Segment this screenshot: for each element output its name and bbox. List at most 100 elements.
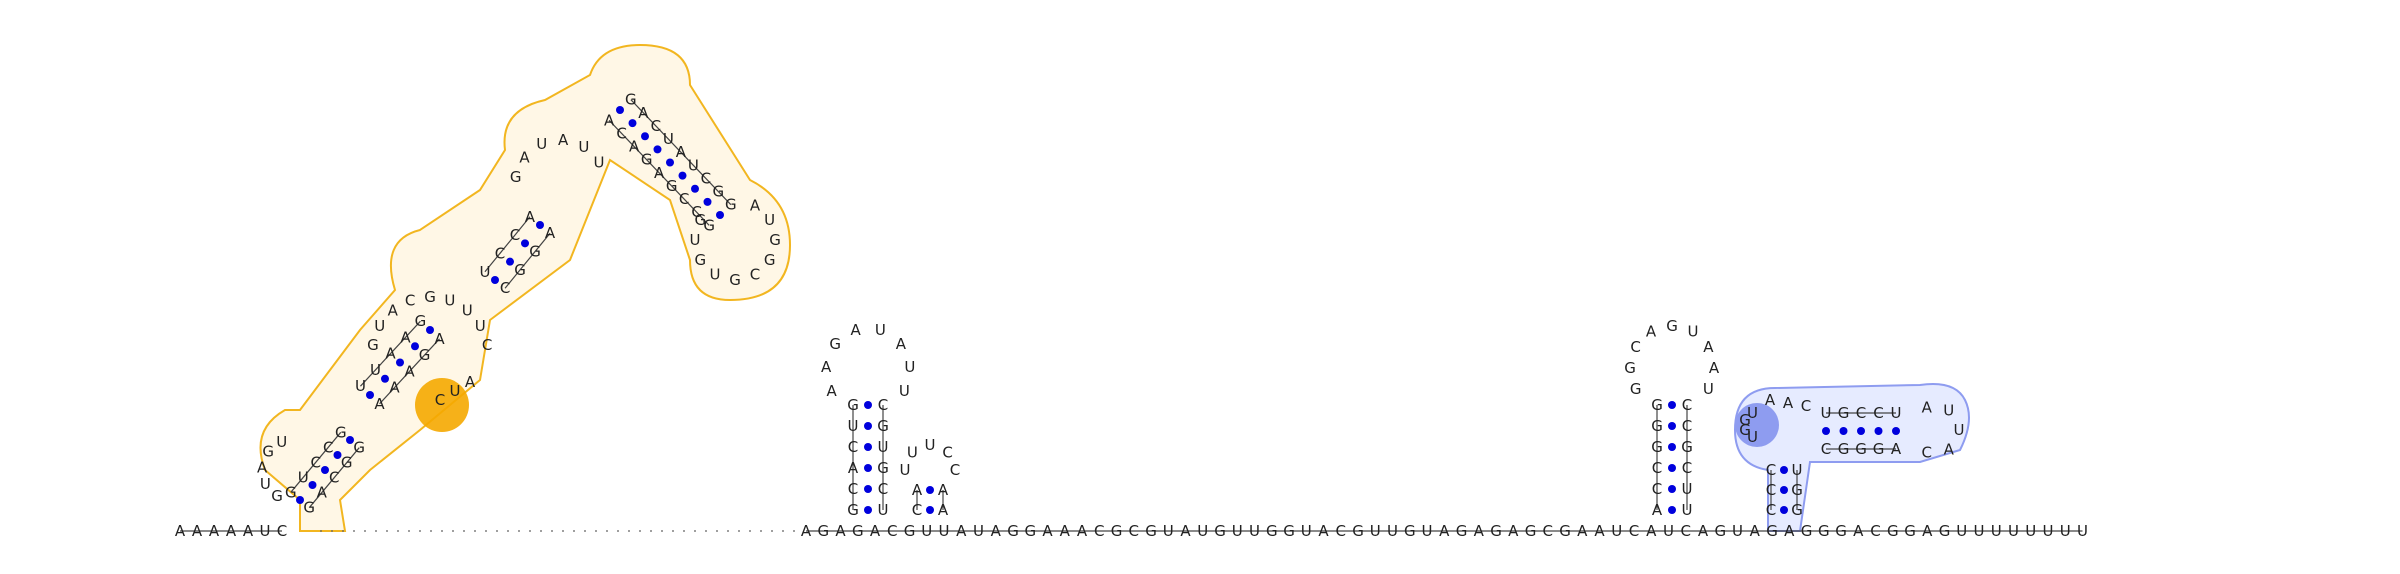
orange-stem4-5p: C <box>616 124 626 142</box>
right-hairpin-5p: G <box>1681 438 1693 456</box>
baseline-right: C <box>1629 522 1639 540</box>
baseline-right: U <box>1370 522 1381 540</box>
baseline-left: U <box>260 522 271 540</box>
orange-stem2-3p: A <box>400 328 411 346</box>
baseline-right: U <box>1301 522 1312 540</box>
middle-hairpin1-5p: C <box>878 480 888 498</box>
orange-loop4: G <box>695 251 707 269</box>
orange-stem4-3p: G <box>625 91 637 109</box>
baseline-right: U <box>1611 522 1622 540</box>
orange-loop2: C <box>482 336 492 354</box>
backbone-segment <box>308 447 360 509</box>
base-pair-dot <box>308 481 317 489</box>
baseline-right: G <box>1111 522 1123 540</box>
baseline-right: U <box>2008 522 2019 540</box>
baseline-right: G <box>817 522 829 540</box>
baseline-right: A <box>991 522 1002 540</box>
base-pair-dot <box>926 486 934 494</box>
right-hairpin-5p: C <box>1682 459 1692 477</box>
orange-domain-highlight <box>259 43 792 532</box>
base-pair-dot <box>1668 506 1676 514</box>
blue-stem-horizontal-5p: C <box>1821 440 1831 458</box>
baseline-right: U <box>1163 522 1174 540</box>
orange-loop4: A <box>750 196 761 214</box>
blue-cap: A <box>1922 398 1933 416</box>
orange-stem4-5p: C <box>679 190 689 208</box>
baseline-right: G <box>852 522 864 540</box>
middle-hairpin1-3p: C <box>848 480 858 498</box>
middle-hairpin1-3p: A <box>848 459 859 477</box>
right-hairpin-loop: A <box>1703 338 1714 356</box>
baseline-right: U <box>2025 522 2036 540</box>
orange-stem2-5p: A <box>404 362 415 380</box>
base-pair-dot <box>678 171 687 180</box>
highlight-layer <box>259 43 1970 532</box>
middle-hairpin1-loop: A <box>850 321 861 339</box>
orange-stem4-5p: G <box>703 216 715 234</box>
blue-stem-horizontal-3p: U <box>1891 404 1902 422</box>
orange-loop4: G <box>769 231 781 249</box>
right-hairpin-3p: A <box>1652 501 1663 519</box>
orange-loop3: U <box>536 135 547 153</box>
base-pair-dot <box>864 506 872 514</box>
baseline-right: G <box>1939 522 1951 540</box>
base-pair-dot <box>864 443 872 451</box>
blue-stem-vertical-3p: C <box>1766 461 1776 479</box>
baseline-right: G <box>1801 522 1813 540</box>
base-pair-dot <box>381 374 389 383</box>
middle-hairpin1-5p: G <box>877 459 889 477</box>
blue-purple-nts: G <box>1739 411 1751 429</box>
baseline-right: G <box>1887 522 1899 540</box>
right-hairpin-3p: G <box>1651 438 1663 456</box>
blue-stem-horizontal-3p: C <box>1873 404 1883 422</box>
orange-highlight-nts: C <box>435 391 445 409</box>
orange-stem4-3p: G <box>713 183 725 201</box>
baseline-right: G <box>1214 522 1226 540</box>
baseline-right: C <box>1543 522 1553 540</box>
blue-purple-nts: G <box>1739 421 1751 439</box>
backbone-segment <box>290 431 342 493</box>
backbone-segment <box>504 232 551 289</box>
blue-stem-horizontal-5p: G <box>1838 440 1850 458</box>
orange-stem4-5p: A <box>629 138 640 156</box>
blue-stem-horizontal-5p: G <box>1873 440 1885 458</box>
baseline-right: U <box>1197 522 1208 540</box>
baseline-right: U <box>1249 522 1260 540</box>
middle-hairpin2-loop: U <box>907 443 918 461</box>
middle-hairpin1-3p: G <box>847 396 859 414</box>
orange-stem1-5p: G <box>353 439 365 457</box>
orange-stem1-3p: G <box>285 483 297 501</box>
orange-loop3: U <box>593 154 604 172</box>
base-pair-dot <box>1822 427 1830 435</box>
baseline-right: U <box>1974 522 1985 540</box>
base-pair-dot <box>1780 506 1788 514</box>
base-pair-dot <box>296 496 304 504</box>
middle-hairpin2-3p: C <box>912 501 922 519</box>
orange-loop4: U <box>710 266 721 284</box>
baseline-left: A <box>192 522 203 540</box>
middle-hairpin1-loop: A <box>821 358 832 376</box>
base-pair-dot <box>1874 427 1883 435</box>
right-hairpin-loop: A <box>1709 359 1720 377</box>
baseline-right: U <box>1991 522 2002 540</box>
blue-domain-highlight <box>1733 383 1970 532</box>
orange-stem2-3p: G <box>415 312 427 330</box>
backbone-segment <box>608 119 710 226</box>
base-pair-dot <box>366 391 374 399</box>
right-hairpin-loop: U <box>1703 380 1714 398</box>
baseline-right: G <box>1007 522 1019 540</box>
orange-loop3: A <box>519 148 530 166</box>
baseline-right: A <box>1508 522 1519 540</box>
middle-hairpin1-loop: A <box>826 382 837 400</box>
middle-hairpin1-5p: C <box>878 396 888 414</box>
baseline-right: G <box>1835 522 1847 540</box>
blue-stem-horizontal-3p: U <box>1821 404 1832 422</box>
backbone-segment <box>360 320 421 387</box>
baseline-right: G <box>1456 522 1468 540</box>
blue-purple-nts: U <box>1747 428 1758 446</box>
base-pair-dot <box>506 257 514 266</box>
orange-stem4-5p: G <box>641 151 653 169</box>
orange-highlight-marker <box>415 378 469 432</box>
baseline-right: G <box>1525 522 1537 540</box>
